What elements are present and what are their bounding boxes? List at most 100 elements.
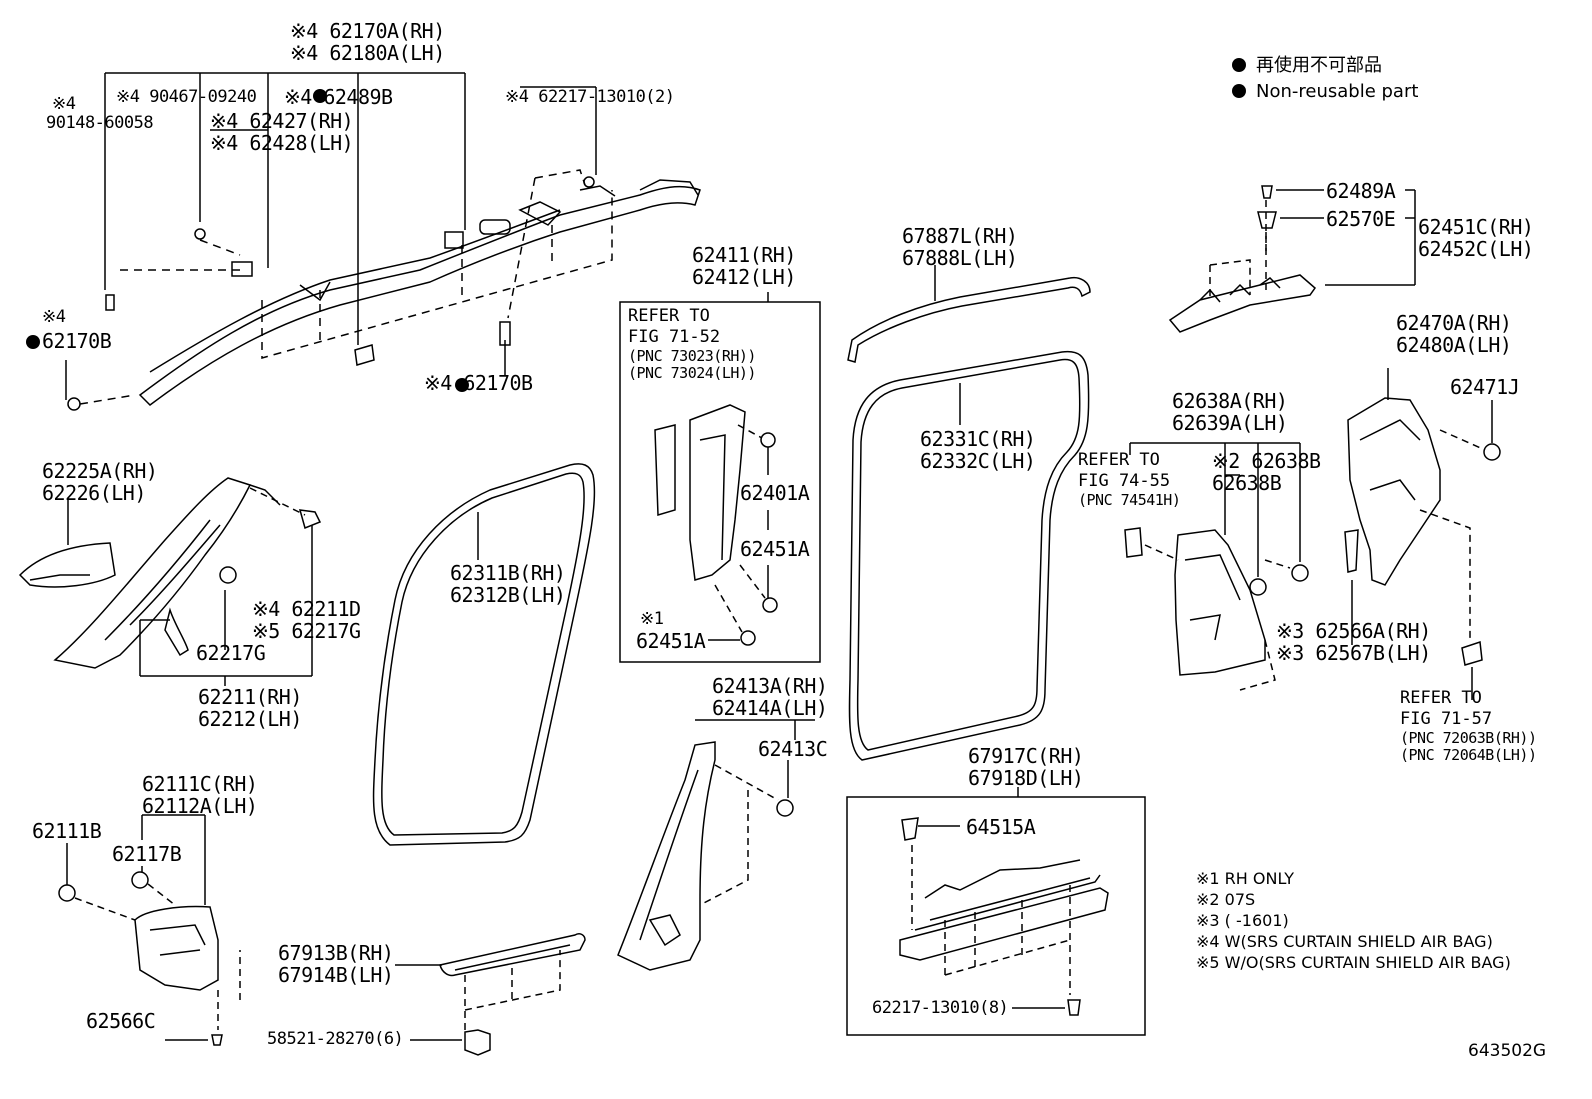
label-62217-13010-8: 62217-13010(8)	[872, 998, 1009, 1018]
label-62451a: 62451A	[740, 537, 810, 561]
label-62112a: 62112A(LH)	[142, 794, 258, 818]
label-62226: 62226(LH)	[42, 481, 146, 505]
ref-line: FIG 74-55	[1078, 471, 1171, 491]
label-58521: 58521-28270(6)	[267, 1029, 404, 1049]
label-62170b-left: 62170B	[42, 329, 112, 353]
label-62312b: 62312B(LH)	[450, 583, 566, 607]
quarter-trim-lower	[1124, 442, 1309, 676]
front-door-weatherstrip	[372, 463, 596, 846]
curtain-airbag-assembly	[67, 176, 701, 411]
ref-line: REFER TO	[1078, 450, 1160, 470]
label-62111c: 62111C(RH)	[142, 772, 258, 796]
label-62111b: 62111B	[32, 819, 102, 843]
label-62471j: 62471J	[1450, 375, 1520, 399]
label-62332c: 62332C(LH)	[920, 449, 1036, 473]
label-62638b: 62638B	[1212, 471, 1282, 495]
label-62401a: 62401A	[740, 481, 810, 505]
b-pillar-lower	[617, 719, 815, 971]
note-item: ※3 ( -1601)	[1196, 911, 1289, 930]
label-62413c: 62413C	[758, 737, 828, 761]
label-62638a: 62638A(RH)	[1172, 389, 1288, 413]
ref-fig-74-55: REFER TO FIG 74-55 (PNC 74541H)	[1078, 450, 1181, 509]
label-62414a: 62414A(LH)	[712, 696, 828, 720]
drawing-code: 643502G	[1468, 1041, 1547, 1061]
label-62211: 62211(RH)	[198, 685, 302, 709]
note-item: ※2 07S	[1196, 890, 1256, 909]
label-62451a-rh: 62451A	[636, 629, 706, 653]
ref-fig-71-57: REFER TO FIG 71-57 (PNC 72063B(RH)) (PNC…	[1400, 688, 1537, 764]
label-67918d: 67918D(LH)	[968, 766, 1084, 790]
ref-line: (PNC 73023(RH))	[628, 347, 756, 365]
ref-line: FIG 71-57	[1400, 709, 1493, 729]
label-62117b: 62117B	[112, 842, 182, 866]
label-67888l: 67888L(LH)	[902, 246, 1018, 270]
label-67887l: 67887L(RH)	[902, 224, 1018, 248]
label-62489b: ※4 62489B	[284, 85, 393, 109]
kick-panel	[58, 814, 223, 1046]
rear-door-weatherstrip	[848, 350, 1090, 761]
bullet-icon	[1232, 58, 1246, 72]
legend-non-reusable-en: Non-reusable part	[1232, 81, 1418, 103]
roof-weatherstrip	[847, 265, 1091, 363]
curtain-airbag-dashes	[79, 169, 613, 405]
label-62566c: 62566C	[86, 1009, 156, 1033]
a-pillar-lines	[67, 500, 313, 686]
label-62170b-right: ※4 62170B	[424, 371, 533, 395]
label-62451c: 62451C(RH)	[1418, 215, 1534, 239]
front-scuff-plate	[395, 933, 586, 1056]
label-62217g: 62217G	[196, 641, 266, 665]
ref-line: (PNC 72064B(LH))	[1400, 746, 1537, 764]
label-62470a: 62470A(RH)	[1396, 311, 1512, 335]
label-62170a: ※4 62170A(RH)	[290, 19, 445, 43]
label-62217-13010-2: ※4 62217-13010(2)	[505, 87, 675, 107]
ref-line: (PNC 74541H)	[1078, 491, 1181, 509]
ref-line: REFER TO	[628, 306, 710, 326]
label-62411: 62411(RH)	[692, 243, 796, 267]
label-90148: 90148-60058	[46, 113, 154, 133]
note-item: ※4 W(SRS CURTAIN SHIELD AIR BAG)	[1196, 932, 1493, 951]
label-90467: ※4 90467-09240	[116, 87, 257, 107]
label-62428: ※4 62428(LH)	[210, 131, 354, 155]
label-62566a: ※3 62566A(RH)	[1276, 619, 1431, 643]
ref-line: (PNC 72063B(RH))	[1400, 729, 1537, 747]
label-67914b: 67914B(LH)	[278, 963, 394, 987]
ref-line: FIG 71-52	[628, 327, 721, 347]
ref-line: (PNC 73024(LH))	[628, 364, 756, 382]
label-62225a: 62225A(RH)	[42, 459, 158, 483]
notes-list: ※1 RH ONLY ※2 07S ※3 ( -1601) ※4 W(SRS C…	[1196, 868, 1511, 973]
label-64515a: 64515A	[966, 815, 1036, 839]
label-62170b-left-mark: ※4	[42, 307, 66, 327]
label-62567b: ※3 62567B(LH)	[1276, 641, 1431, 665]
note-item: ※1 RH ONLY	[1196, 869, 1295, 888]
legend-non-reusable-jp: 再使用不可部品	[1232, 55, 1382, 77]
ref-line: REFER TO	[1400, 688, 1482, 708]
label-62212: 62212(LH)	[198, 707, 302, 731]
leader-lines-top	[65, 72, 597, 400]
ref-fig-71-52: REFER TO FIG 71-52 (PNC 73023(RH)) (PNC …	[628, 306, 756, 382]
note-item: ※5 W/O(SRS CURTAIN SHIELD AIR BAG)	[1196, 953, 1511, 972]
label-62638b-07s: ※2 62638B	[1212, 449, 1321, 473]
label-67913b: 67913B(RH)	[278, 941, 394, 965]
label-67917c: 67917C(RH)	[968, 744, 1084, 768]
non-reusable-markers	[26, 89, 469, 392]
label-62180a: ※4 62180A(LH)	[290, 41, 445, 65]
label-62427: ※4 62427(RH)	[210, 109, 354, 133]
bullet-icon	[1232, 84, 1246, 98]
label-62412: 62412(LH)	[692, 265, 796, 289]
label-62217g-5: ※5 62217G	[252, 619, 361, 643]
label-62639a: 62639A(LH)	[1172, 411, 1288, 435]
label-62413a: 62413A(RH)	[712, 674, 828, 698]
rear-scuff-box	[846, 787, 1146, 1036]
label-62451a-rh-mark: ※1	[640, 609, 664, 629]
roof-side-trim	[1168, 185, 1416, 333]
label-62570e: 62570E	[1326, 207, 1396, 231]
b-pillar-upper-box	[619, 292, 821, 663]
label-62489a: 62489A	[1326, 179, 1396, 203]
rear-pillar-trim	[1344, 368, 1501, 700]
label-62480a: 62480A(LH)	[1396, 333, 1512, 357]
a-pillar-trim	[18, 477, 322, 669]
label-90148-mark: ※4	[52, 94, 76, 114]
label-62211d: ※4 62211D	[252, 597, 361, 621]
label-62331c: 62331C(RH)	[920, 427, 1036, 451]
